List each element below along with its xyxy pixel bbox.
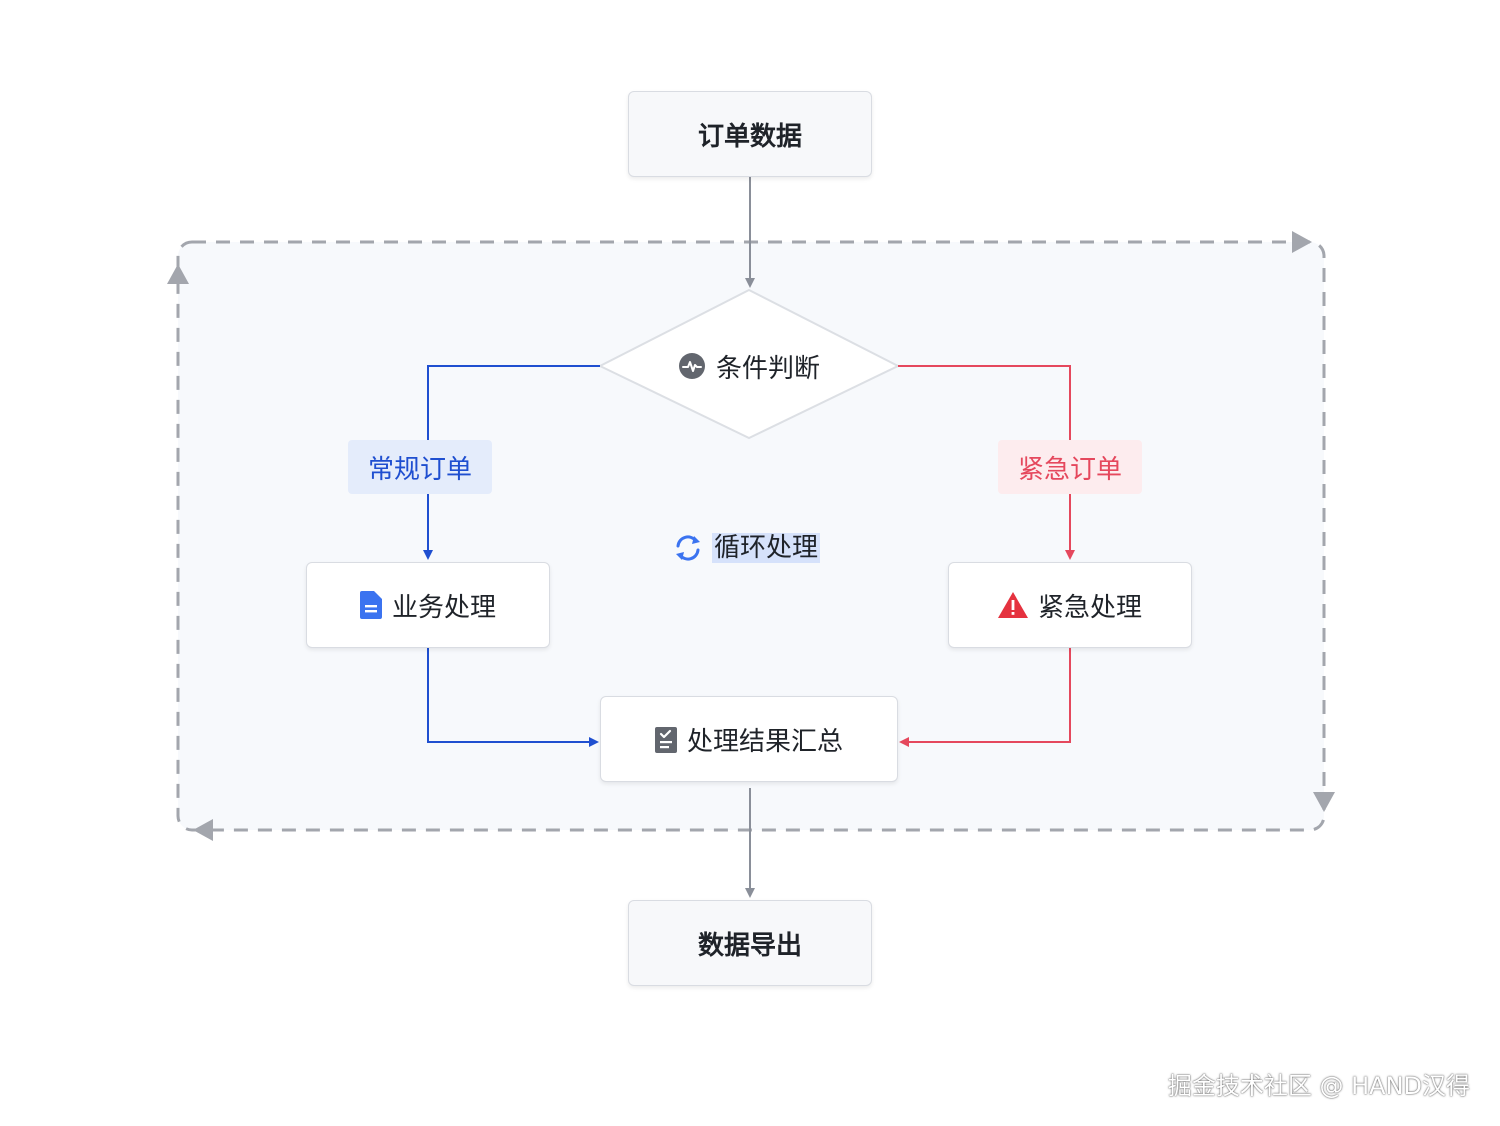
node-condition-label: 条件判断 [715, 353, 820, 384]
node-summary-label: 处理结果汇总 [686, 726, 843, 757]
node-regular-process-label: 业务处理 [391, 592, 496, 623]
edge-urgent-process-to-summary [899, 648, 1071, 747]
branch-label-urgent: 紧急订单 [998, 440, 1142, 494]
node-urgent-process-label: 紧急处理 [1037, 592, 1142, 623]
node-order-data-label: 订单数据 [697, 121, 802, 152]
condition-diamond [597, 288, 901, 440]
node-regular-process: 业务处理 [306, 562, 550, 648]
node-order-data: 订单数据 [628, 91, 872, 177]
edge-condition-to-regular [427, 365, 600, 440]
node-export: 数据导出 [628, 900, 872, 986]
edge-condition-to-urgent [898, 365, 1071, 440]
branch-label-regular: 常规订单 [348, 440, 492, 494]
loop-arrow-down [1313, 792, 1335, 812]
activity-icon [678, 352, 706, 380]
node-summary: 处理结果汇总 [600, 696, 898, 782]
warning-icon [997, 592, 1028, 618]
node-condition: 条件判断 [600, 340, 898, 392]
loop-arrow-left [193, 819, 213, 841]
loop-arrow-up [167, 264, 189, 284]
loop-arrow-right [1292, 231, 1312, 253]
loop-label-text: 循环处理 [712, 533, 821, 563]
clipboard-check-icon [654, 725, 677, 753]
document-icon [359, 591, 382, 619]
refresh-icon [672, 532, 704, 564]
node-urgent-process: 紧急处理 [948, 562, 1192, 648]
node-export-label: 数据导出 [697, 930, 802, 961]
loop-label: 循环处理 [672, 528, 821, 568]
watermark: 掘金技术社区 @ HAND汉得 [1167, 1072, 1470, 1100]
edge-regular-process-to-summary [427, 648, 599, 747]
